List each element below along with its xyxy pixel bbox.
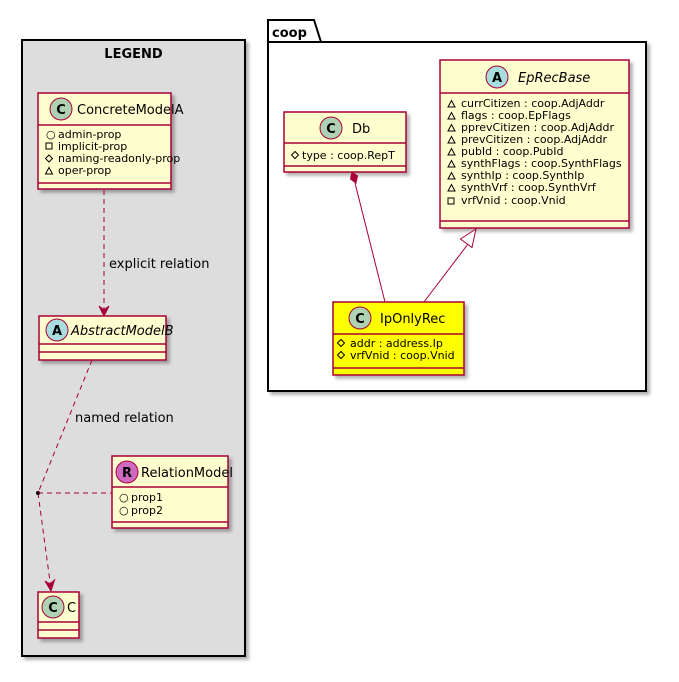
public-visibility-icon: ○ [119, 504, 129, 517]
stereotype-letter: A [492, 71, 502, 86]
package-visibility-icon [447, 111, 456, 120]
member: flags : coop.EpFlags [461, 109, 571, 122]
stereotype-letter: R [122, 466, 132, 481]
class-c-icon [41, 595, 65, 619]
class-iponlyrec[interactable]: C IpOnlyRec addr : address.Ip vrfVnid : … [332, 301, 465, 376]
protected-visibility-icon [44, 154, 54, 163]
member: addr : address.Ip [350, 337, 443, 350]
member: pubId : coop.PubId [461, 145, 563, 158]
explicit-relation-label: explicit relation [109, 257, 209, 272]
package-visibility-icon [447, 159, 456, 168]
class-name: C [67, 601, 76, 616]
package-visibility-icon [447, 99, 456, 108]
member: currCitizen : coop.AdjAddr [461, 97, 605, 110]
class-c-icon [49, 97, 73, 121]
class-name: EpRecBase [518, 71, 590, 86]
class-concrete-model-a[interactable]: C ConcreteModelA ○ admin-prop implicit-p… [37, 92, 184, 190]
member: prevCitizen : coop.AdjAddr [461, 133, 608, 146]
class-eprecbase[interactable]: A EpRecBase currCitizen : coop.AdjAddr f… [439, 59, 630, 229]
member: vrfVnid : coop.Vnid [350, 349, 455, 362]
member: type : coop.RepT [302, 149, 395, 162]
member: naming-readonly-prop [58, 152, 180, 165]
named-relation-label: named relation [75, 411, 174, 426]
class-r-icon [115, 460, 139, 484]
class-c[interactable]: C C [37, 591, 80, 639]
package-visibility-icon [447, 171, 456, 180]
member: vrfVnid : coop.Vnid [461, 194, 566, 207]
package-title: coop [272, 26, 307, 41]
package-visibility-icon [447, 123, 456, 132]
member: synthVrf : coop.SynthVrf [461, 181, 597, 194]
member: synthIp : coop.SynthIp [461, 169, 584, 182]
member: prop2 [131, 504, 163, 517]
member: admin-prop [58, 128, 121, 141]
member: prop1 [131, 491, 163, 504]
composition-edge [349, 171, 386, 303]
stereotype-letter: C [48, 601, 58, 616]
member: pprevCitizen : coop.AdjAddr [461, 121, 614, 134]
named-relation-edge: named relation [36, 359, 174, 593]
stereotype-letter: C [326, 122, 336, 137]
inheritance-triangle-icon [459, 227, 477, 249]
protected-visibility-icon [290, 150, 300, 160]
package-visibility-icon [44, 166, 54, 175]
class-name: Db [352, 122, 370, 137]
legend-title: LEGEND [104, 47, 163, 62]
stereotype-letter: C [355, 312, 365, 327]
class-a-icon [45, 318, 69, 342]
stereotype-letter: C [56, 103, 66, 118]
member: implicit-prop [58, 140, 127, 153]
private-visibility-icon [45, 142, 53, 150]
class-name: IpOnlyRec [380, 312, 445, 327]
stereotype-letter: A [52, 324, 62, 339]
member: synthFlags : coop.SynthFlags [461, 157, 622, 170]
public-visibility-icon: ○ [119, 491, 129, 504]
class-name: AbstractModelB [70, 324, 174, 339]
class-c-icon [348, 306, 372, 330]
composition-diamond-icon [349, 171, 359, 184]
inheritance-edge [423, 227, 477, 303]
class-c-icon [319, 116, 343, 140]
class-name: ConcreteModelA [77, 103, 184, 118]
protected-visibility-icon [336, 350, 346, 360]
class-a-icon [485, 65, 509, 89]
package-visibility-icon [447, 147, 456, 156]
package-visibility-icon [447, 135, 456, 144]
explicit-relation-edge: explicit relation [98, 190, 209, 318]
class-name: RelationModel [141, 466, 233, 481]
protected-visibility-icon [336, 338, 346, 348]
public-visibility-icon: ○ [46, 128, 56, 141]
member: oper-prop [58, 164, 111, 177]
class-abstract-model-b[interactable]: A AbstractModelB [38, 315, 174, 361]
class-relation-model[interactable]: R RelationModel ○ prop1 ○ prop2 [111, 455, 233, 529]
class-db[interactable]: C Db type : coop.RepT [283, 111, 407, 173]
private-visibility-icon [447, 197, 455, 205]
package-visibility-icon [447, 183, 456, 192]
